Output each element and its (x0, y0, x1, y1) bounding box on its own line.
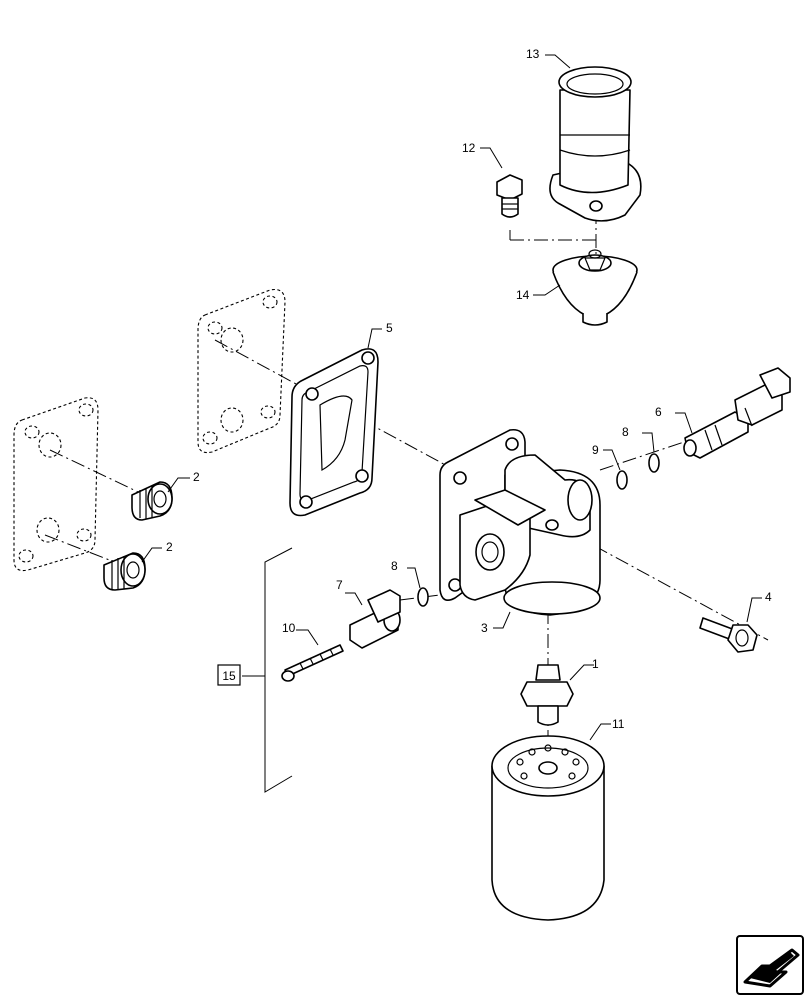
callout-2-upper: 2 (193, 470, 200, 484)
thermostat-housing (549, 66, 642, 222)
reference-box-15[interactable]: 15 (222, 669, 236, 683)
thermostat (552, 249, 638, 326)
leader-lines (141, 54, 762, 741)
callout-2-lower: 2 (166, 540, 173, 554)
sensor (683, 367, 791, 459)
o-rings (417, 453, 660, 607)
callout-8-right: 8 (622, 425, 629, 439)
callout-8-left: 8 (391, 559, 398, 573)
callout-1: 1 (592, 657, 599, 671)
oil-filter (491, 735, 605, 921)
callout-7: 7 (336, 578, 343, 592)
plug-upper (131, 481, 173, 521)
filter-head (439, 428, 601, 616)
callout-14: 14 (516, 288, 530, 302)
reference-bracket (217, 547, 293, 793)
navigate-arrow-icon[interactable] (736, 935, 804, 995)
callout-12: 12 (462, 141, 476, 155)
adapter-nipple (520, 664, 574, 726)
bolt-12 (496, 174, 523, 218)
callout-10: 10 (282, 621, 296, 635)
ghost-plate-upper (197, 288, 286, 454)
callout-11: 11 (612, 717, 625, 731)
callout-3: 3 (481, 621, 488, 635)
callout-4: 4 (765, 590, 772, 604)
ghost-plate-lower (13, 397, 99, 572)
plug-lower (103, 552, 146, 591)
callout-labels: 13 12 14 5 2 2 6 8 9 8 7 10 3 4 1 11 (166, 47, 772, 731)
callout-13: 13 (526, 47, 540, 61)
callout-6: 6 (655, 405, 662, 419)
screw-10 (281, 644, 344, 682)
fitting-7 (349, 589, 401, 649)
callout-9: 9 (592, 443, 599, 457)
gasket (289, 348, 379, 517)
bolt-4 (699, 617, 758, 653)
callout-5: 5 (386, 321, 393, 335)
